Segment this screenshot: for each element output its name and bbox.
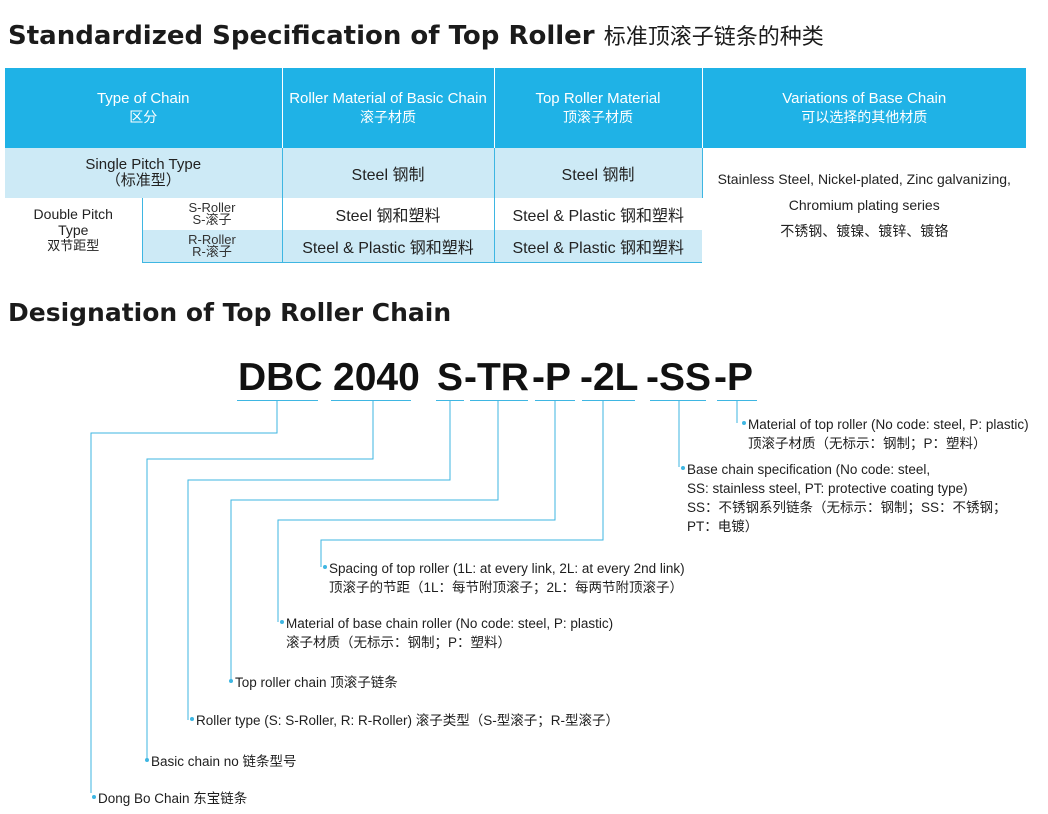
bullet-dot [681, 466, 685, 470]
leader-s [187, 401, 451, 720]
underline-2l [582, 400, 635, 401]
bullet-dot [280, 620, 284, 624]
code-2l: -2L [580, 356, 639, 399]
leader-2040 [146, 401, 374, 760]
title-cn: 标准顶滚子链条的种类 [603, 25, 824, 50]
annotation-basic-chain-no: Basic chain no 链条型号 [145, 752, 297, 771]
leader-p [277, 401, 556, 622]
underline-p [535, 400, 575, 401]
cell-r-roller-material: Steel & Plastic 钢和塑料 [282, 230, 495, 263]
table-row-single-pitch: Single Pitch Type（标准型） Steel 钢制 Steel 钢制… [5, 148, 1026, 239]
code-dbc: DBC [238, 356, 323, 399]
annotation-spacing: Spacing of top roller (1L: at every link… [323, 559, 685, 597]
cell-single-roller: Steel 钢制 [282, 148, 495, 198]
leader-2l [320, 401, 604, 567]
code-s: S [437, 356, 464, 399]
underline-tr [470, 400, 528, 401]
cell-r-top-material: Steel & Plastic 钢和塑料 [494, 230, 702, 263]
cell-single-pitch: Single Pitch Type（标准型） [5, 148, 283, 198]
bullet-dot [92, 795, 96, 799]
section-title-specification: Standardized Specification of Top Roller… [8, 19, 824, 51]
cell-s-roller-material: Steel 钢和塑料 [282, 198, 495, 230]
leader-dbc [90, 401, 278, 793]
bullet-dot [229, 679, 233, 683]
code-2040: 2040 [333, 356, 420, 399]
bullet-dot [145, 758, 149, 762]
code-p: -P [532, 356, 571, 399]
annotation-roller-type: Roller type (S: S-Roller, R: R-Roller) 滚… [190, 711, 619, 730]
underline-2040 [331, 400, 411, 401]
cell-single-top: Steel 钢制 [494, 148, 703, 198]
bullet-dot [190, 717, 194, 721]
bullet-dot [323, 565, 327, 569]
code-ss: -SS [646, 356, 712, 399]
underline-ss [650, 400, 706, 401]
annotation-dong-bo-chain: Dong Bo Chain 东宝链条 [92, 789, 247, 808]
annotation-top-roller-material: Material of top roller (No code: steel, … [742, 415, 1029, 453]
title-en: Standardized Specification of Top Roller [8, 21, 595, 51]
underline-dbc [237, 400, 318, 401]
cell-s-top-material: Steel & Plastic 钢和塑料 [512, 208, 685, 225]
annotation-base-chain-spec: Base chain specification (No code: steel… [681, 460, 1007, 536]
cell-variations: Stainless Steel, Nickel-plated, Zinc gal… [717, 171, 1011, 239]
underline-p-last [717, 400, 757, 401]
underline-s [436, 400, 464, 401]
cell-double-pitch: Double Pitch Type 双节距型 [5, 198, 143, 262]
annotation-top-roller-chain: Top roller chain 顶滚子链条 [229, 673, 398, 692]
bullet-dot [742, 421, 746, 425]
code-p-last: -P [714, 356, 753, 399]
leader-tr [230, 401, 499, 681]
section-title-designation: Designation of Top Roller Chain [8, 298, 452, 327]
annotation-base-roller-material: Material of base chain roller (No code: … [280, 614, 613, 652]
code-tr: -TR [464, 356, 529, 399]
